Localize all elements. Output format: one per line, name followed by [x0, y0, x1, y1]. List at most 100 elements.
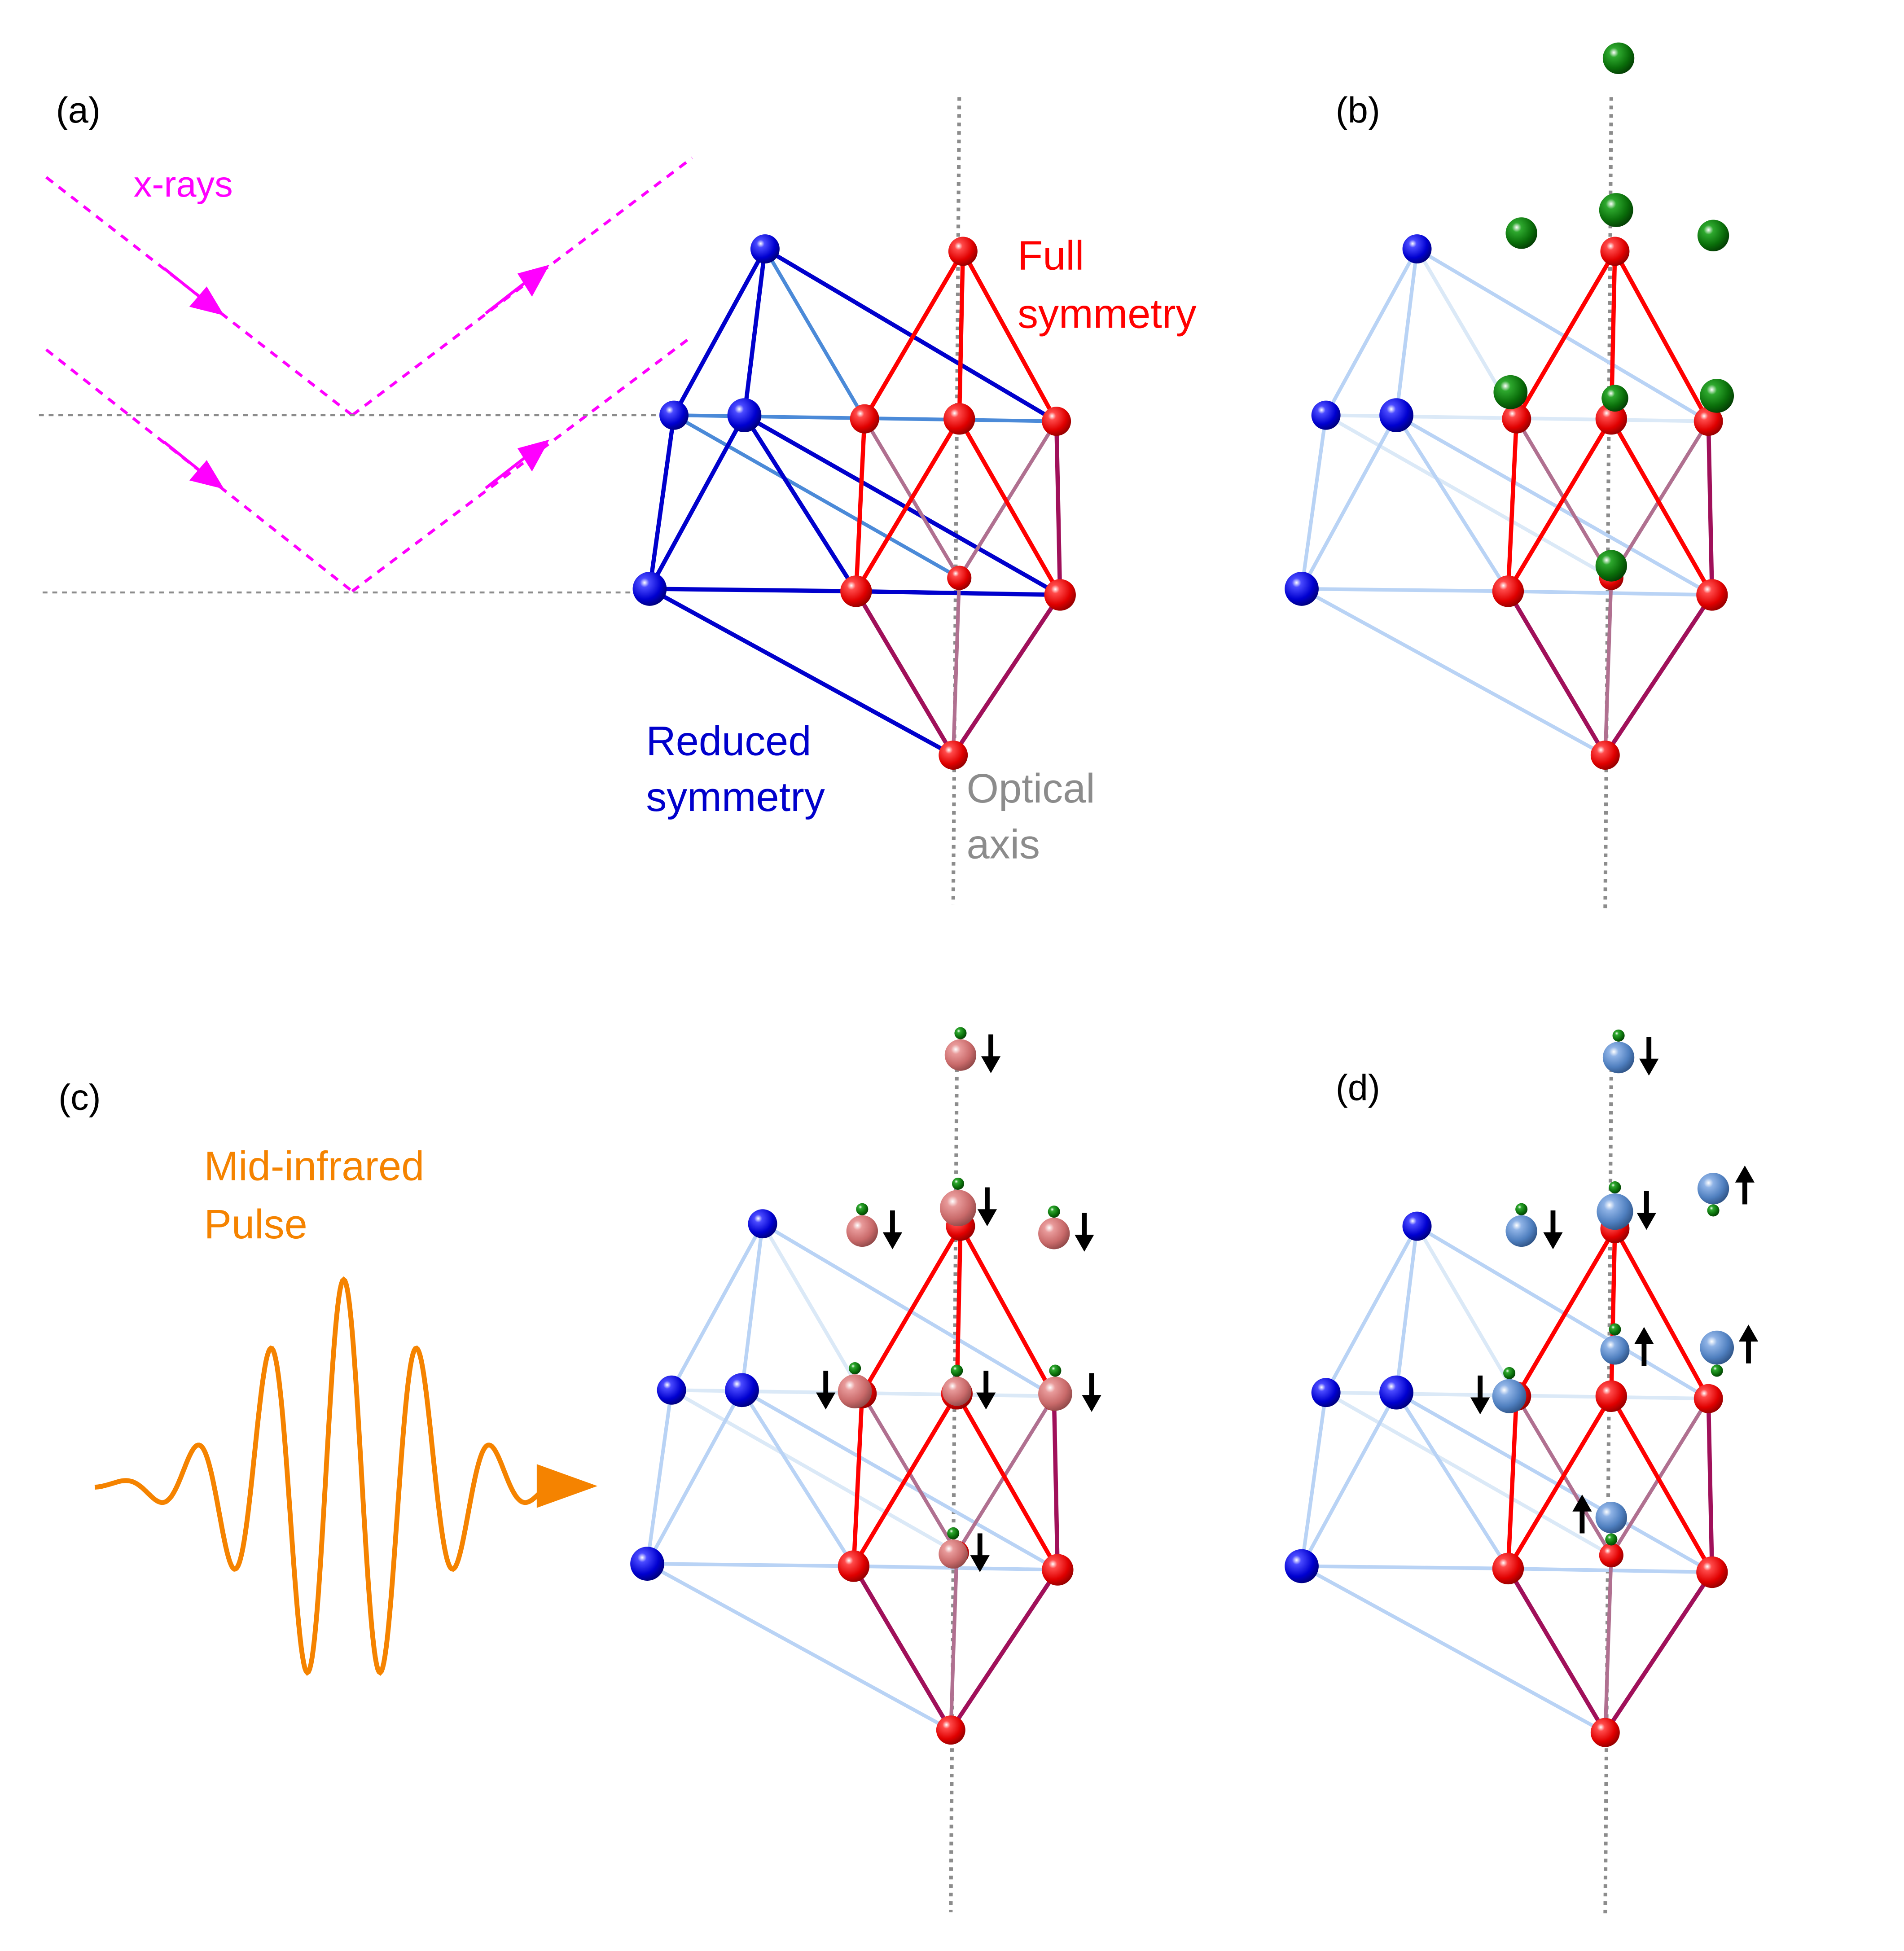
optical-axis-line [951, 97, 961, 905]
spin-down-arrowhead-icon [1636, 1213, 1656, 1230]
panel-a-label: (a) [56, 90, 101, 131]
reduced-symmetry-bond [740, 1223, 765, 1390]
full-symmetry-atom [1693, 407, 1723, 436]
full-symmetry-atom [1492, 1552, 1524, 1585]
xray-reflected-2 [351, 335, 693, 592]
panel-a-structure [632, 97, 1076, 905]
spin-down-arrow-icon [1644, 1191, 1649, 1215]
arrowhead-icon [517, 439, 550, 472]
pulse-label-line1: Mid-infrared [204, 1143, 425, 1189]
ligand-atom [954, 1027, 967, 1039]
arrowhead-icon [517, 264, 550, 297]
full-symmetry-atom [939, 741, 968, 770]
spin-atom [939, 1539, 968, 1569]
reduced-symmetry-bond [647, 1562, 854, 1568]
reduced-symmetry-bond [742, 414, 858, 592]
ligand-atom [1707, 1204, 1720, 1217]
reduced-symmetry-bond [670, 1223, 764, 1391]
full-symmetry-bond [958, 1225, 1056, 1398]
spin-down-arrow-icon [988, 1034, 993, 1059]
optical-axis-line [1603, 1068, 1613, 1918]
full-symmetry-atom [1693, 1384, 1723, 1413]
full-symmetry-bond [1506, 1395, 1613, 1570]
spin-up-arrowhead-icon [1738, 1324, 1759, 1342]
full-symmetry-bond [851, 1392, 959, 1567]
ligand-atom [1503, 1367, 1516, 1379]
spin-down-arrowhead-icon [977, 1209, 997, 1227]
xray-beams [45, 157, 693, 592]
reduced-symmetry-bond [761, 1222, 1055, 1398]
full-symmetry-atom [948, 237, 978, 266]
reduced-symmetry-bond [743, 413, 1062, 597]
mid-infrared-pulse-waveform [94, 1276, 542, 1676]
ligand-atom [1700, 378, 1734, 413]
full-symmetry-bond [1613, 250, 1711, 422]
spin-up-arrow-icon [1641, 1342, 1647, 1366]
reduced-symmetry-label-line1: Reduced [646, 719, 811, 764]
reduced-symmetry-bond [1395, 1391, 1510, 1570]
pulse-arrowhead-icon [536, 1464, 598, 1508]
xray-arrows [163, 264, 550, 489]
full-symmetry-bond [957, 417, 1062, 596]
full-symmetry-bond [1514, 1228, 1617, 1398]
full-symmetry-atom [1595, 1380, 1628, 1412]
reduced-symmetry-atom [1379, 398, 1413, 432]
reduced-symmetry-bond [1301, 587, 1606, 757]
full-symmetry-atom [850, 404, 879, 434]
reduced-symmetry-bond [649, 587, 856, 594]
reduced-symmetry-bond [645, 1390, 674, 1564]
spin-up-arrowhead-icon [1634, 1327, 1654, 1344]
spin-down-arrowhead-icon [976, 1392, 996, 1410]
reduced-symmetry-bond [1300, 1391, 1398, 1567]
full-symmetry-atom [1590, 741, 1620, 770]
panel-d-label: (d) [1336, 1068, 1380, 1108]
spin-atom [838, 1374, 872, 1408]
reduced-symmetry-bond [1301, 1564, 1606, 1734]
full-symmetry-atom [1042, 407, 1071, 436]
spin-down-arrowhead-icon [1543, 1232, 1563, 1250]
full-symmetry-atom [936, 1715, 965, 1745]
reduced-symmetry-atom [632, 572, 667, 606]
ligand-atom [1595, 550, 1628, 582]
spin-up-arrow-icon [1746, 1339, 1751, 1364]
reduced-symmetry-bond [741, 1388, 1059, 1572]
reduced-symmetry-bond [740, 1389, 855, 1567]
spin-atom [1602, 1041, 1635, 1074]
full-symmetry-back-bond [951, 578, 961, 755]
reduced-symmetry-bond [671, 1388, 958, 1555]
reduced-symmetry-bond [761, 1223, 864, 1395]
panel-c-label: (c) [58, 1077, 101, 1118]
full-symmetry-bond [1609, 1395, 1714, 1574]
reduced-symmetry-bond [673, 413, 961, 580]
arrowhead-icon [189, 460, 224, 489]
reduced-symmetry-atom [630, 1547, 664, 1581]
reduced-symmetry-bond [647, 415, 676, 589]
full-symmetry-bond [863, 250, 965, 420]
spin-atom [1600, 1335, 1630, 1365]
reduced-symmetry-atom [1311, 400, 1341, 430]
full-symmetry-atom [947, 566, 972, 590]
spin-atom [846, 1215, 878, 1247]
reduced-symmetry-bond [1325, 413, 1612, 580]
ligand-atom [856, 1203, 869, 1215]
reduced-symmetry-atom [1285, 1549, 1319, 1583]
ligand-atom [1609, 1181, 1621, 1194]
ligand-atom [951, 1364, 963, 1377]
panel-b-label: (b) [1336, 90, 1380, 131]
ligand-atom [1609, 1323, 1621, 1336]
full-symmetry-bond [854, 419, 867, 592]
full-symmetry-atom [1600, 237, 1630, 266]
full-symmetry-bond [860, 1225, 963, 1395]
spin-atom [1700, 1330, 1734, 1365]
spin-down-arrow-icon [1089, 1373, 1094, 1398]
ligand-atom [1515, 1203, 1528, 1215]
reduced-symmetry-atom [727, 398, 762, 432]
full-symmetry-bond [1609, 1228, 1617, 1396]
full-symmetry-atom [1590, 1718, 1620, 1747]
reduced-symmetry-bond [1415, 1225, 1518, 1397]
spin-down-arrow-icon [985, 1187, 990, 1212]
reduced-symmetry-label-line2: symmetry [646, 774, 825, 820]
reduced-symmetry-atom [657, 1375, 686, 1405]
spin-up-arrow-icon [1742, 1180, 1747, 1205]
